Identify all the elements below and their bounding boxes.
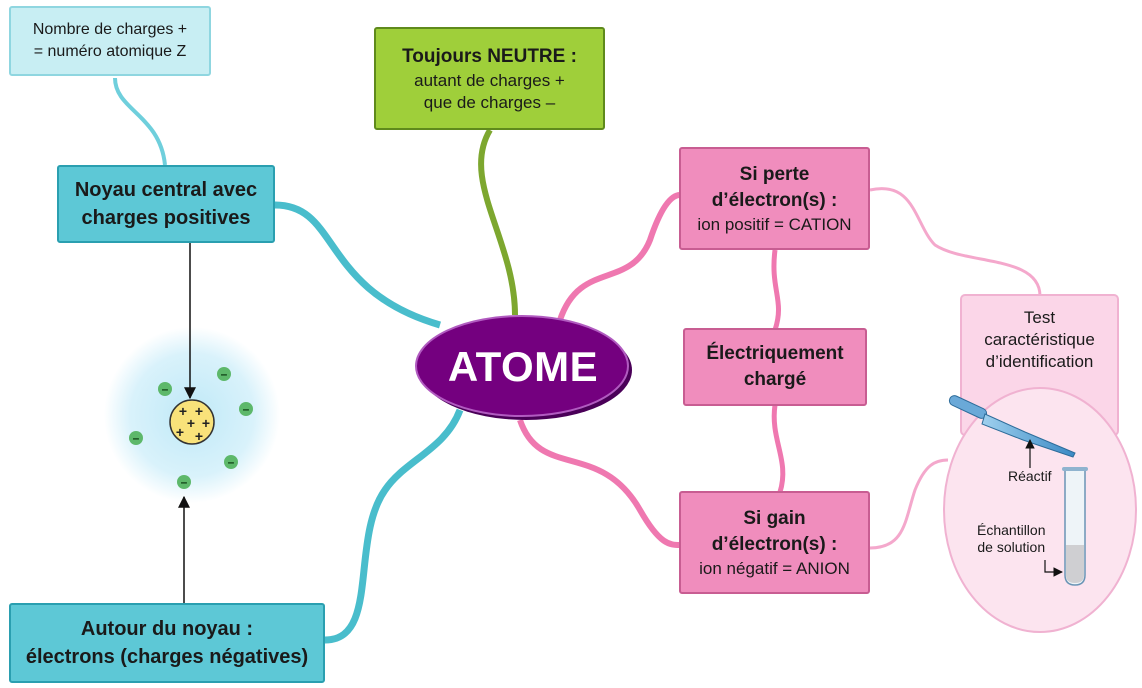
sample-line1: Échantillon [977,522,1046,538]
nucleus-plus-signs: + + + + + + [176,403,210,444]
connector-loss-charged [771,249,781,331]
electron [239,402,253,416]
connector-neutral [478,128,518,316]
plus-sign: + [202,415,210,431]
charged-box: Électriquement chargé [683,328,867,406]
plus-sign: + [195,428,203,444]
nucleus-line1: Noyau central avec [74,179,258,201]
connector-loss-test [869,187,1042,297]
gain-box: Si gain d’électron(s) : ion négatif = AN… [679,491,870,594]
loss-line1: Si perte [739,163,810,185]
electron [129,431,143,445]
connector-electrons [324,408,464,644]
gain-line2: d’électron(s) : [711,533,838,555]
electron [217,367,231,381]
connector-loss [557,192,681,321]
electrons-line1: Autour du noyau : [80,618,254,640]
neutral-box: Toujours NEUTRE : autant de charges + qu… [374,27,605,130]
pipette-icon [948,395,1076,458]
test-oval [943,387,1137,633]
plus-sign: + [195,403,203,419]
test-line3: d’identification [985,352,1094,371]
loss-line3: ion positif = CATION [697,214,852,234]
plus-sign: + [176,424,184,440]
nucleus-count-line1: Nombre de charges + [32,21,188,38]
electron-minus-signs: – – – – – – [133,367,250,489]
minus-sign: – [162,382,169,396]
neutral-line2: que de charges – [423,92,556,112]
test-title: Test caractéristique d’identification [961,300,1118,380]
nucleus-box: Noyau central avec charges positives [57,165,275,243]
connector-charged-gain [771,404,786,493]
nucleus-circle [169,399,215,445]
minus-sign: – [221,367,228,381]
neutral-line1: autant de charges + [414,70,565,90]
center-ellipse [415,315,629,417]
loss-line2: d’électron(s) : [711,189,838,211]
loss-box: Si perte d’électron(s) : ion positif = C… [679,147,870,250]
minus-sign: – [243,402,250,416]
minus-sign: – [133,431,140,445]
nucleus-count-line2: = numéro atomique Z [33,43,187,60]
arrow-sample [1044,560,1063,577]
sample-label: Échantillon de solution [977,522,1046,556]
electrons-box: Autour du noyau : électrons (charges nég… [9,603,325,683]
minus-sign: – [228,455,235,469]
electrons-around [129,367,253,489]
connector-gain [517,419,681,548]
gain-line1: Si gain [743,507,806,529]
minus-sign: – [181,475,188,489]
connector-nucleus [274,201,441,329]
electron [158,382,172,396]
test-tube-icon [1062,467,1088,586]
charged-line1: Électriquement [706,343,844,364]
test-line1: Test [1023,308,1056,327]
electrons-line2: électrons (charges négatives) [25,646,309,668]
nucleus-count-box: Nombre de charges + = numéro atomique Z [9,6,211,76]
gain-line3: ion négatif = ANION [699,558,850,578]
sample-line2: de solution [977,539,1046,555]
center-label: ATOME [447,343,599,390]
nucleus-line2: charges positives [81,207,251,229]
test-line2: caractéristique [984,330,1095,349]
connector-nucleus-count [113,77,167,166]
plus-sign: + [179,403,187,419]
charged-line2: chargé [743,369,807,390]
neutral-title: Toujours NEUTRE : [402,45,577,67]
reagent-label: Réactif [1008,468,1052,484]
electron [177,475,191,489]
connector-gain-test [869,458,949,550]
electron [224,455,238,469]
plus-sign: + [187,415,195,431]
